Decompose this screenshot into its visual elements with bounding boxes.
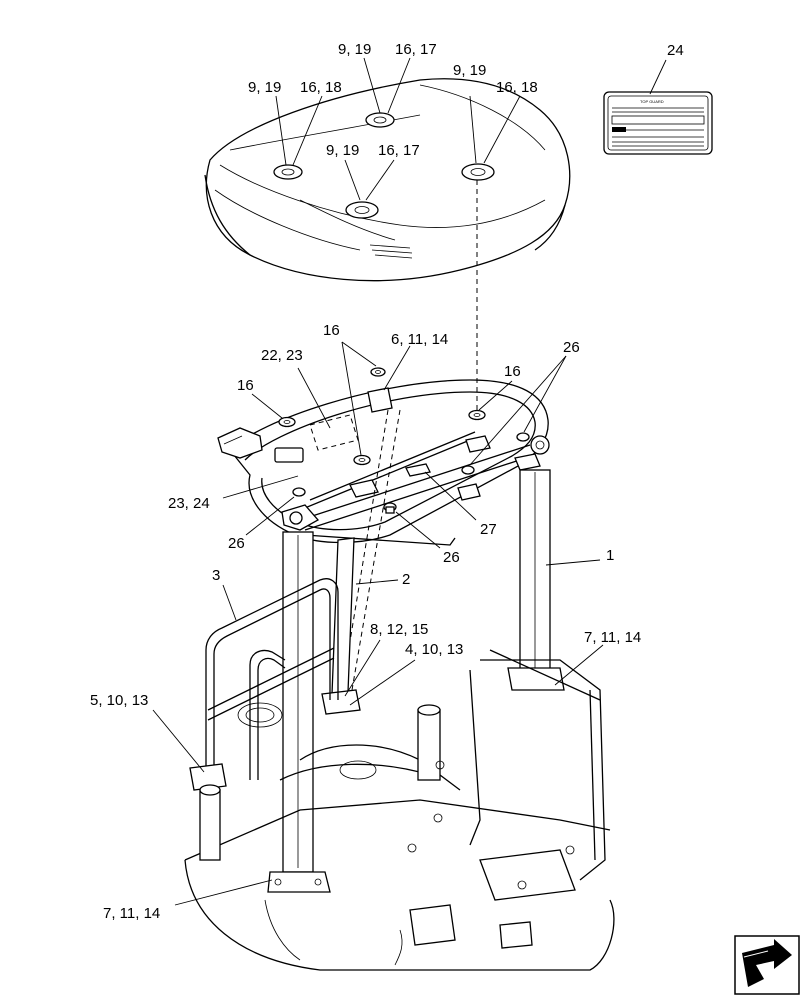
callout-1: 1: [606, 547, 614, 564]
frame-pad-rear-right: [514, 453, 541, 471]
callout-5-10-13: 5, 10, 13: [90, 692, 148, 709]
bumper-26-left: [292, 487, 306, 497]
callout-7-11-14-right: 7, 11, 14: [584, 629, 641, 646]
frame-pad-center: [457, 483, 481, 501]
handrail: [189, 578, 339, 791]
washer-16-left: [278, 416, 296, 428]
page-turn-arrow-icon[interactable]: [734, 935, 800, 995]
washer-16-top: [370, 367, 386, 377]
bumper-26-rear: [516, 432, 530, 442]
inner-handrail: [249, 649, 286, 780]
callout-6-11-14: 6, 11, 14: [391, 331, 448, 348]
callout-7-11-14-left: 7, 11, 14: [103, 905, 160, 922]
washer-16-right: [468, 409, 486, 421]
callout-16-17-b: 16, 17: [378, 142, 420, 159]
callout-9-19-a: 9, 19: [338, 41, 371, 58]
frame-pad-left: [349, 479, 379, 498]
callout-16-top: 16: [323, 322, 340, 339]
callout-26-top: 26: [563, 339, 580, 356]
callout-16-left: 16: [237, 377, 254, 394]
top-guard-decal: TOP GUARD: [603, 91, 713, 155]
callout-24: 24: [667, 42, 684, 59]
frame-pad-right: [465, 435, 491, 453]
decal-title: TOP GUARD: [640, 99, 664, 104]
callout-26-left: 26: [228, 535, 245, 552]
callout-3: 3: [212, 567, 220, 584]
mount-hole-front-left: [273, 164, 303, 180]
callout-23-24: 23, 24: [168, 495, 210, 512]
callout-22-23: 22, 23: [261, 347, 303, 364]
callout-16-right: 16: [504, 363, 521, 380]
callout-4-10-13: 4, 10, 13: [405, 641, 463, 658]
rops-post-left: [267, 531, 331, 893]
callout-16-18-a: 16, 18: [300, 79, 342, 96]
bumper-26-center: [383, 502, 397, 514]
callout-16-18-b: 16, 18: [496, 79, 538, 96]
bumper-26-right: [461, 465, 475, 475]
top-guard-panel: [204, 78, 571, 282]
callout-16-17-a: 16, 17: [395, 41, 437, 58]
canopy-top-frame: [217, 367, 550, 546]
callout-27: 27: [480, 521, 497, 538]
upper-structure-frame: [184, 649, 615, 971]
mount-hole-rear: [365, 112, 395, 128]
rops-post-right: [507, 469, 565, 691]
callout-9-19-b: 9, 19: [248, 79, 281, 96]
rops-post-rear: [321, 537, 361, 715]
callout-2: 2: [402, 571, 410, 588]
callout-9-19-c: 9, 19: [453, 62, 486, 79]
leader-lines: [152, 57, 667, 906]
callout-9-19-d: 9, 19: [326, 142, 359, 159]
mount-hole-right: [461, 163, 495, 181]
callout-26-mid: 26: [443, 549, 460, 566]
mount-hole-center: [345, 201, 379, 219]
callout-labels: 24 9, 19 16, 17 9, 19 16, 18 9, 19 16, 1…: [90, 41, 684, 922]
callout-8-12-15: 8, 12, 15: [370, 621, 428, 638]
washer-16-center: [353, 454, 371, 466]
